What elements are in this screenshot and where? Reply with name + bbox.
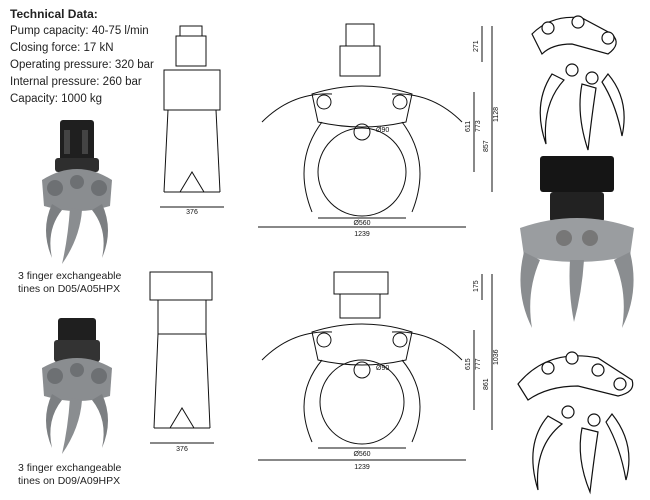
- spec-line-closing-force: Closing force: 17 kN: [10, 42, 114, 54]
- caption-bottom-line1: 3 finger exchangeable: [18, 462, 122, 474]
- front-view-drawing-top: 1239 Ø560 Ø90 271 611 773 857 1128: [258, 23, 500, 238]
- technical-data-title: Technical Data:: [10, 7, 98, 21]
- dim-open-diameter-top: Ø560: [353, 220, 370, 227]
- dim-h1-bottom: 175: [473, 280, 480, 292]
- grapple-outline-top-right: [531, 15, 625, 151]
- caption-bottom-line2: tines on D09/A09HPX: [18, 475, 121, 487]
- spec-line-internal-pressure: Internal pressure: 260 bar: [10, 76, 142, 88]
- dim-rotator-diameter-top: Ø90: [376, 127, 389, 134]
- dim-width-side-bottom: 376: [176, 446, 188, 453]
- caption-top-line2: tines on D05/A05HPX: [18, 283, 121, 295]
- grapple-photo-right: [520, 156, 634, 328]
- caption-top: 3 finger exchangeable tines on D05/A05HP…: [18, 270, 158, 296]
- dim-width-side-top: 376: [186, 209, 198, 216]
- dim-h3-bottom: 777: [475, 358, 482, 370]
- spec-line-pump: Pump capacity: 40-75 l/min: [10, 25, 149, 37]
- dim-h4-top: 857: [483, 140, 490, 152]
- spec-line-capacity: Capacity: 1000 kg: [10, 93, 103, 105]
- caption-bottom: 3 finger exchangeable tines on D09/A09HP…: [18, 462, 158, 488]
- dim-h4-bottom: 861: [483, 378, 490, 390]
- dim-open-diameter-bottom: Ø560: [353, 451, 370, 458]
- dim-h3-top: 773: [475, 120, 482, 132]
- caption-top-line1: 3 finger exchangeable: [18, 270, 122, 282]
- grapple-photo-top: [42, 120, 112, 264]
- dim-front-width-bottom: 1239: [354, 464, 370, 471]
- dim-h2-top: 611: [465, 121, 472, 132]
- grapple-outline-bottom-right: [517, 351, 634, 495]
- side-view-drawing-bottom: 376: [149, 271, 214, 453]
- grapple-photo-bottom: [42, 318, 112, 454]
- dim-h5-top: 1128: [493, 107, 500, 122]
- side-view-drawing-top: 376: [160, 25, 224, 216]
- front-view-drawing-bottom: 1239 Ø560 Ø90 175 615 777 861 1036: [258, 271, 500, 471]
- dim-rotator-diameter-bottom: Ø90: [376, 365, 389, 372]
- spec-line-operating-pressure: Operating pressure: 320 bar: [10, 59, 154, 71]
- dim-front-width-top: 1239: [354, 231, 370, 238]
- dim-h1-top: 271: [473, 40, 480, 52]
- dim-h5-bottom: 1036: [493, 349, 500, 365]
- dim-h2-bottom: 615: [465, 358, 472, 370]
- technical-data: Technical Data: Pump capacity: 40-75 l/m…: [10, 6, 260, 108]
